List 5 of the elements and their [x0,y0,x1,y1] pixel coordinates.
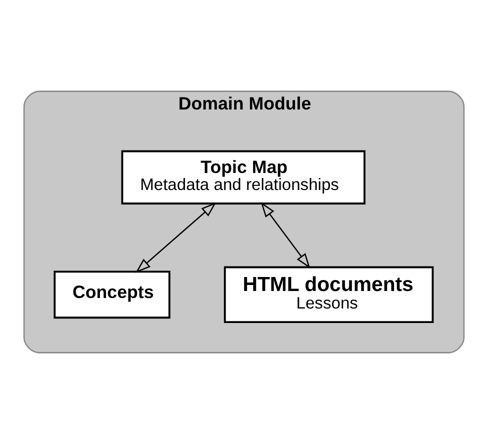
arrow [260,202,310,268]
arrow [135,202,216,272]
node-box: Concepts [54,270,170,318]
node-box: Topic Map Metadata and relationships [121,150,366,204]
node-box: HTML documents Lessons [224,266,434,323]
